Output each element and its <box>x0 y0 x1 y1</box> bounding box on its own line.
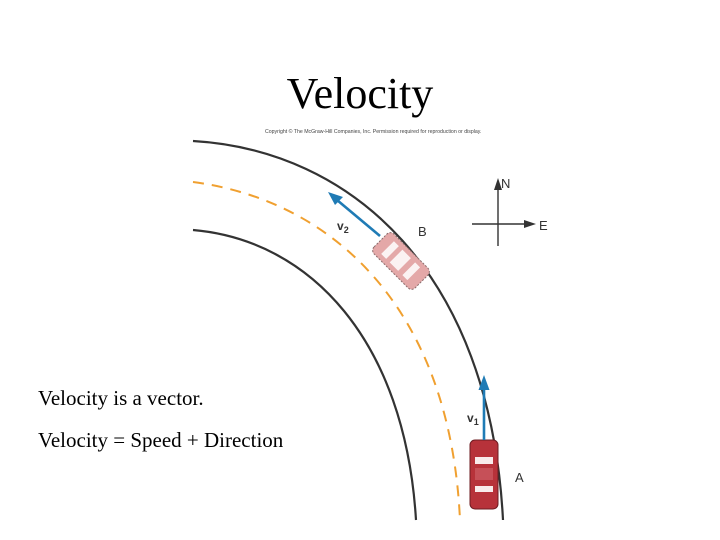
compass-east-label: E <box>539 218 548 233</box>
v1-subscript: 1 <box>474 417 479 427</box>
v2-subscript: 2 <box>344 225 349 235</box>
copyright-notice: Copyright © The McGraw-Hill Companies, I… <box>265 129 482 135</box>
point-a-label: A <box>515 470 524 485</box>
v1-arrow <box>478 375 490 440</box>
road-outer-edge <box>192 139 505 521</box>
road-inner-edge <box>192 228 418 521</box>
compass-north-label: N <box>501 176 510 191</box>
v2-arrow <box>328 192 381 237</box>
bullet-definition: Velocity = Speed + Direction <box>38 428 284 452</box>
point-b-label: B <box>418 224 427 239</box>
v1-letter: v <box>467 411 474 425</box>
compass <box>472 178 536 246</box>
bullet-vector: Velocity is a vector. <box>38 386 204 410</box>
car-a <box>469 439 499 510</box>
v2-letter: v <box>337 219 344 233</box>
v2-label: v2 <box>337 219 349 235</box>
road-center-line <box>192 181 461 521</box>
slide-title: Velocity <box>286 69 434 118</box>
v1-label: v1 <box>467 411 479 427</box>
velocity-diagram: N E B A v2 v1 <box>190 120 570 540</box>
car-b <box>372 232 430 290</box>
